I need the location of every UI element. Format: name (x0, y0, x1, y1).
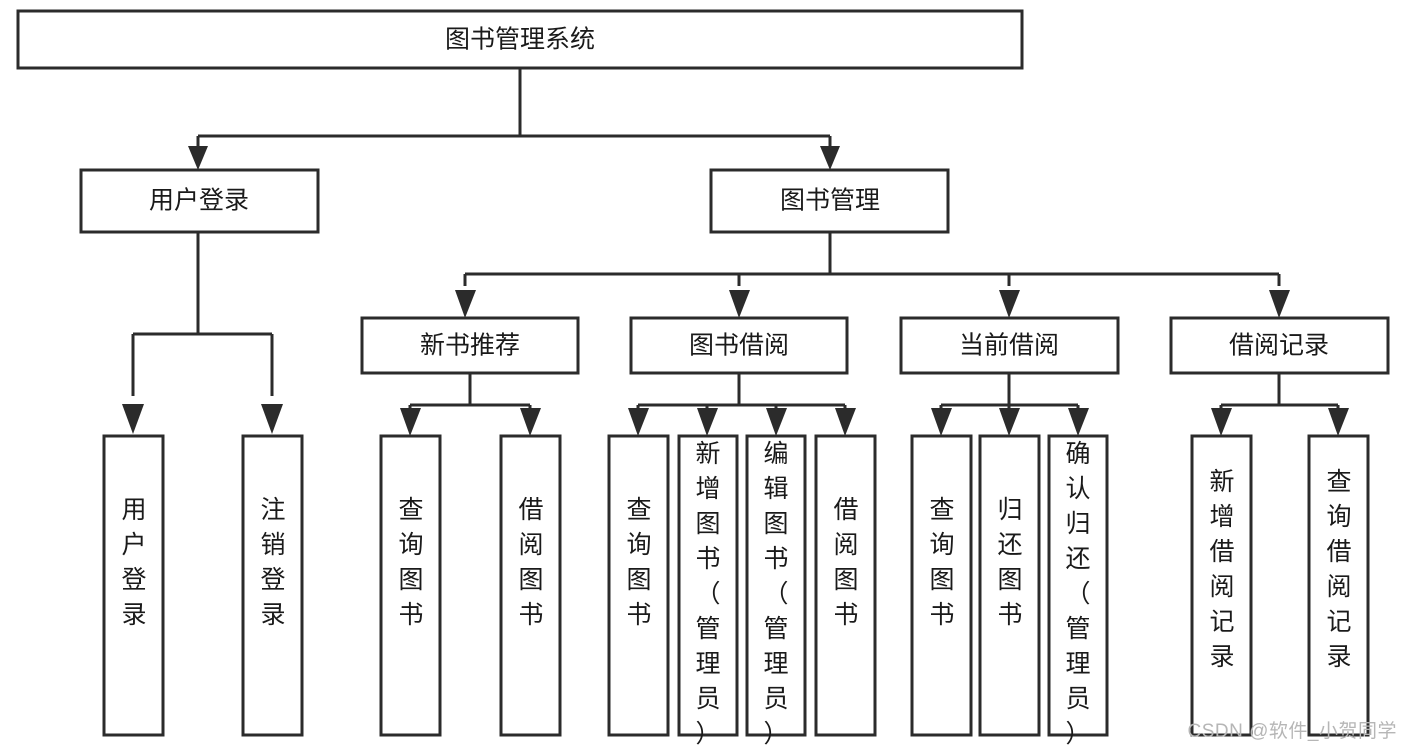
arrow-to-leaf-edit-book (766, 408, 787, 436)
node-leaf-query-record-label: 查询借阅记录 (1326, 468, 1351, 671)
node-leaf-confirm-return-label: 确认归还（管理员） (1065, 440, 1090, 747)
arrow-to-leaf-return-book (999, 408, 1020, 436)
arrow-to-leaf-user-logout (261, 404, 283, 434)
node-book-manage[interactable]: 图书管理 (709, 168, 950, 234)
node-leaf-user-login-label: 用户登录 (121, 496, 146, 629)
node-leaf-query-book-1-label: 查询图书 (398, 496, 423, 629)
arrow-to-leaf-query-book-2 (628, 408, 649, 436)
node-new-book-recommend-label: 新书推荐 (420, 332, 520, 360)
node-leaf-query-book-1[interactable]: 查询图书 (379, 434, 442, 737)
node-current-borrow-label: 当前借阅 (959, 332, 1059, 360)
node-leaf-return-book[interactable]: 归还图书 (978, 434, 1041, 737)
arrow-to-leaf-borrow-book-2 (835, 408, 856, 436)
node-leaf-add-book-label: 新增图书（管理员） (695, 440, 720, 747)
arrow-to-leaf-query-book-3 (931, 408, 952, 436)
node-leaf-user-logout-label: 注销登录 (260, 496, 285, 629)
node-leaf-borrow-book-1-label: 借阅图书 (518, 496, 543, 629)
node-leaf-return-book-label: 归还图书 (997, 496, 1022, 629)
arrow-to-leaf-query-record (1328, 408, 1349, 436)
arrow-to-leaf-borrow-book-1 (520, 408, 541, 436)
node-leaf-edit-book-label: 编辑图书（管理员） (763, 440, 788, 747)
arrow-to-leaf-query-book-1 (400, 408, 421, 436)
arrow-to-book-borrow (729, 290, 750, 318)
node-leaf-add-book[interactable]: 新增图书（管理员） (677, 434, 739, 747)
node-leaf-query-book-2[interactable]: 查询图书 (607, 434, 670, 737)
node-user-login-label: 用户登录 (149, 187, 249, 215)
node-leaf-query-book-3[interactable]: 查询图书 (910, 434, 973, 737)
node-book-borrow-label: 图书借阅 (689, 332, 789, 360)
node-leaf-borrow-book-2-label: 借阅图书 (833, 496, 858, 629)
node-book-manage-label: 图书管理 (780, 187, 880, 215)
node-current-borrow[interactable]: 当前借阅 (899, 316, 1120, 375)
node-leaf-edit-book[interactable]: 编辑图书（管理员） (745, 434, 807, 747)
node-leaf-query-book-2-label: 查询图书 (626, 496, 651, 629)
node-book-borrow[interactable]: 图书借阅 (629, 316, 849, 375)
arrow-to-new-book-recommend (455, 290, 476, 318)
node-leaf-add-record-label: 新增借阅记录 (1209, 468, 1234, 671)
connector-group (122, 68, 1349, 436)
arrow-to-leaf-user-login (122, 404, 144, 434)
csdn-watermark: CSDN @软件_小贺同学 (1187, 721, 1397, 742)
arrow-to-leaf-confirm-return (1068, 408, 1089, 436)
node-leaf-query-record[interactable]: 查询借阅记录 (1307, 434, 1370, 737)
node-borrow-record[interactable]: 借阅记录 (1169, 316, 1390, 375)
node-leaf-user-login[interactable]: 用户登录 (102, 434, 165, 737)
arrow-to-leaf-add-book (697, 408, 718, 436)
node-root[interactable]: 图书管理系统 (16, 9, 1024, 70)
arrow-to-book-manage (820, 146, 840, 170)
node-user-login[interactable]: 用户登录 (79, 168, 320, 234)
arrow-to-current-borrow (999, 290, 1020, 318)
node-leaf-user-logout[interactable]: 注销登录 (241, 434, 304, 737)
node-root-label: 图书管理系统 (445, 26, 595, 54)
node-leaf-confirm-return[interactable]: 确认归还（管理员） (1047, 434, 1109, 747)
node-leaf-borrow-book-1[interactable]: 借阅图书 (499, 434, 562, 737)
arrow-to-leaf-add-record (1211, 408, 1232, 436)
node-leaf-query-book-3-label: 查询图书 (929, 496, 954, 629)
arrow-to-user-login (188, 146, 208, 170)
arrow-to-borrow-record (1269, 290, 1290, 318)
node-leaf-add-record[interactable]: 新增借阅记录 (1190, 434, 1253, 737)
node-leaf-borrow-book-2[interactable]: 借阅图书 (814, 434, 877, 737)
node-borrow-record-label: 借阅记录 (1229, 332, 1329, 360)
node-new-book-recommend[interactable]: 新书推荐 (360, 316, 580, 375)
